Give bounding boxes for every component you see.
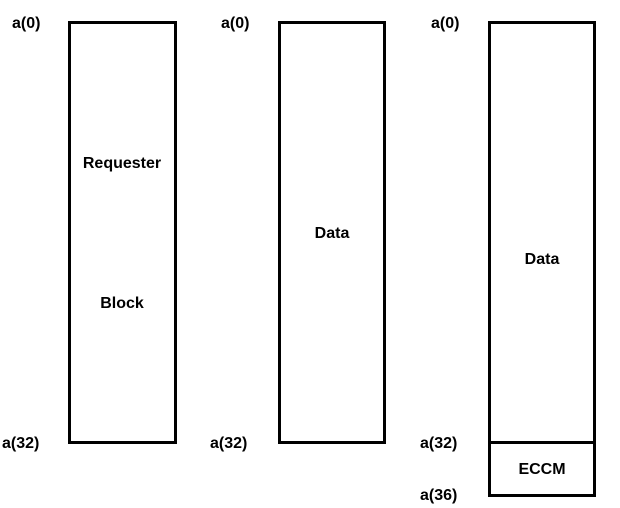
block-2-label: Data (314, 225, 350, 242)
eccm-label: ECCM (518, 461, 566, 478)
block-1-box (68, 21, 177, 444)
block-3-bottom-address: a(36) (420, 487, 458, 504)
block-2-bottom-address: a(32) (210, 435, 248, 452)
block-1-bottom-address: a(32) (2, 435, 40, 452)
block-2-box (278, 21, 386, 444)
block-3-label: Data (524, 251, 560, 268)
block-3-data-box (488, 21, 596, 444)
block-2-top-address: a(0) (221, 15, 250, 32)
block-1-top-address: a(0) (12, 15, 41, 32)
block-1-label-line-2: Block (100, 295, 144, 312)
block-3-middle-address: a(32) (420, 435, 458, 452)
block-1-label-line-1: Requester (82, 155, 162, 172)
eccm-box (488, 441, 596, 497)
block-3-top-address: a(0) (431, 15, 460, 32)
